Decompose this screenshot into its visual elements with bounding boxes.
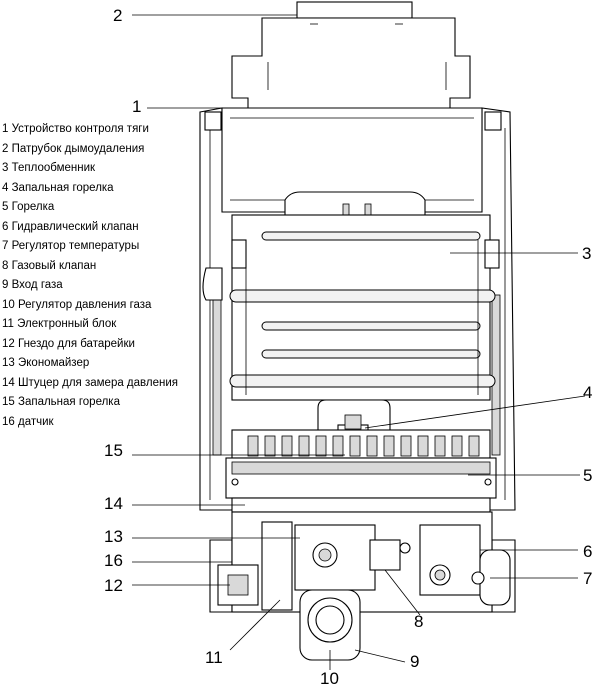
callout-13: 13 [104, 527, 123, 546]
burner-nozzle [281, 435, 293, 457]
callout-9: 9 [410, 652, 419, 671]
legend-item: 9 Вход газа [2, 276, 178, 296]
legend-item: 8 Газовый клапан [2, 257, 178, 277]
legend-text: Штуцер для замера давления [18, 376, 178, 389]
legend-number: 10 [2, 298, 15, 311]
legend-text: Патрубок дымоудаления [11, 142, 145, 155]
callout-10: 10 [320, 669, 339, 688]
legend-text: Экономайзер [18, 357, 90, 369]
legend-number: 12 [2, 337, 15, 350]
heat-exchanger [202, 214, 500, 401]
flue-outlet [231, 1, 471, 109]
gas-valve [294, 524, 411, 591]
burner-nozzle [366, 435, 378, 457]
burner-nozzles [247, 435, 480, 457]
legend-item: 10 Регулятор давления газа [2, 296, 178, 316]
burner-nozzle [434, 435, 446, 457]
burner [225, 429, 497, 499]
callout-2: 2 [113, 6, 122, 25]
legend-item: 7 Регулятор температуры [2, 237, 178, 257]
legend-text: Горелка [11, 201, 55, 213]
legend-text: Устройство контроля тяги [11, 123, 149, 135]
burner-nozzle [298, 435, 310, 457]
legend-number: 2 [2, 142, 9, 155]
legend-number: 1 [2, 123, 9, 135]
legend-item: 1 Устройство контроля тяги [2, 120, 178, 140]
legend-number: 6 [2, 220, 9, 233]
legend-number: 16 [2, 415, 15, 428]
burner-nozzle [264, 435, 276, 457]
legend-number: 11 [2, 318, 14, 330]
burner-nozzle [468, 435, 480, 457]
burner-nozzle [332, 435, 344, 457]
burner-nozzle [400, 435, 412, 457]
legend-text: датчик [18, 415, 54, 428]
legend-number: 7 [2, 240, 9, 252]
burner-nozzle [417, 435, 429, 457]
legend-item: 4 Запальная горелка [2, 179, 178, 199]
legend-number: 15 [2, 396, 15, 408]
callout-6: 6 [583, 542, 592, 561]
callout-1: 1 [132, 97, 141, 116]
legend-number: 8 [2, 259, 9, 272]
legend-text: Регулятор температуры [11, 240, 140, 252]
callout-12: 12 [104, 576, 123, 595]
draught-hood [221, 107, 483, 223]
callout-15: 15 [104, 441, 123, 460]
callout-14: 14 [104, 494, 123, 513]
legend-item: 6 Гидравлический клапан [2, 218, 178, 238]
legend-item: 5 Горелка [2, 198, 178, 218]
callout-16: 16 [104, 551, 123, 570]
legend-text: Теплообменник [11, 162, 96, 174]
legend-item: 14 Штуцер для замера давления [2, 374, 178, 394]
callout-11: 11 [205, 648, 223, 667]
legend-number: 9 [2, 279, 9, 291]
callout-8: 8 [414, 612, 423, 631]
gas-inlet [299, 589, 361, 661]
legend-number: 4 [2, 181, 9, 194]
legend-number: 13 [2, 357, 15, 369]
legend: 1 Устройство контроля тяги 2 Патрубок ды… [2, 120, 178, 432]
burner-nozzle [315, 435, 327, 457]
legend-item: 15 Запальная горелка [2, 393, 178, 413]
legend-text: Гидравлический клапан [11, 220, 139, 233]
leader-lines [132, 14, 586, 670]
legend-text: Гнездо для батарейки [18, 337, 135, 350]
legend-number: 14 [2, 376, 15, 389]
legend-text: Запальная горелка [11, 181, 114, 194]
legend-text: Газовый клапан [11, 259, 97, 272]
legend-item: 3 Теплообменник [2, 159, 178, 179]
burner-nozzle [349, 435, 361, 457]
legend-text: Запальная горелка [18, 396, 120, 408]
legend-item: 12 Гнездо для батарейки [2, 335, 178, 355]
legend-text: Вход газа [11, 279, 63, 291]
legend-item: 2 Патрубок дымоудаления [2, 140, 178, 160]
hydraulic-valve [419, 524, 511, 606]
legend-number: 3 [2, 162, 9, 174]
legend-number: 5 [2, 201, 9, 213]
burner-nozzle [451, 435, 463, 457]
legend-item: 11 Электронный блок [2, 315, 178, 335]
burner-nozzle [247, 435, 259, 457]
legend-item: 13 Экономайзер [2, 354, 178, 374]
burner-nozzle [383, 435, 395, 457]
callout-3: 3 [582, 244, 591, 263]
callout-7: 7 [583, 569, 592, 588]
legend-text: Электронный блок [17, 318, 117, 330]
callout-4: 4 [583, 383, 592, 402]
legend-item: 16 датчик [2, 413, 178, 433]
legend-text: Регулятор давления газа [18, 298, 152, 311]
callout-5: 5 [583, 466, 592, 485]
